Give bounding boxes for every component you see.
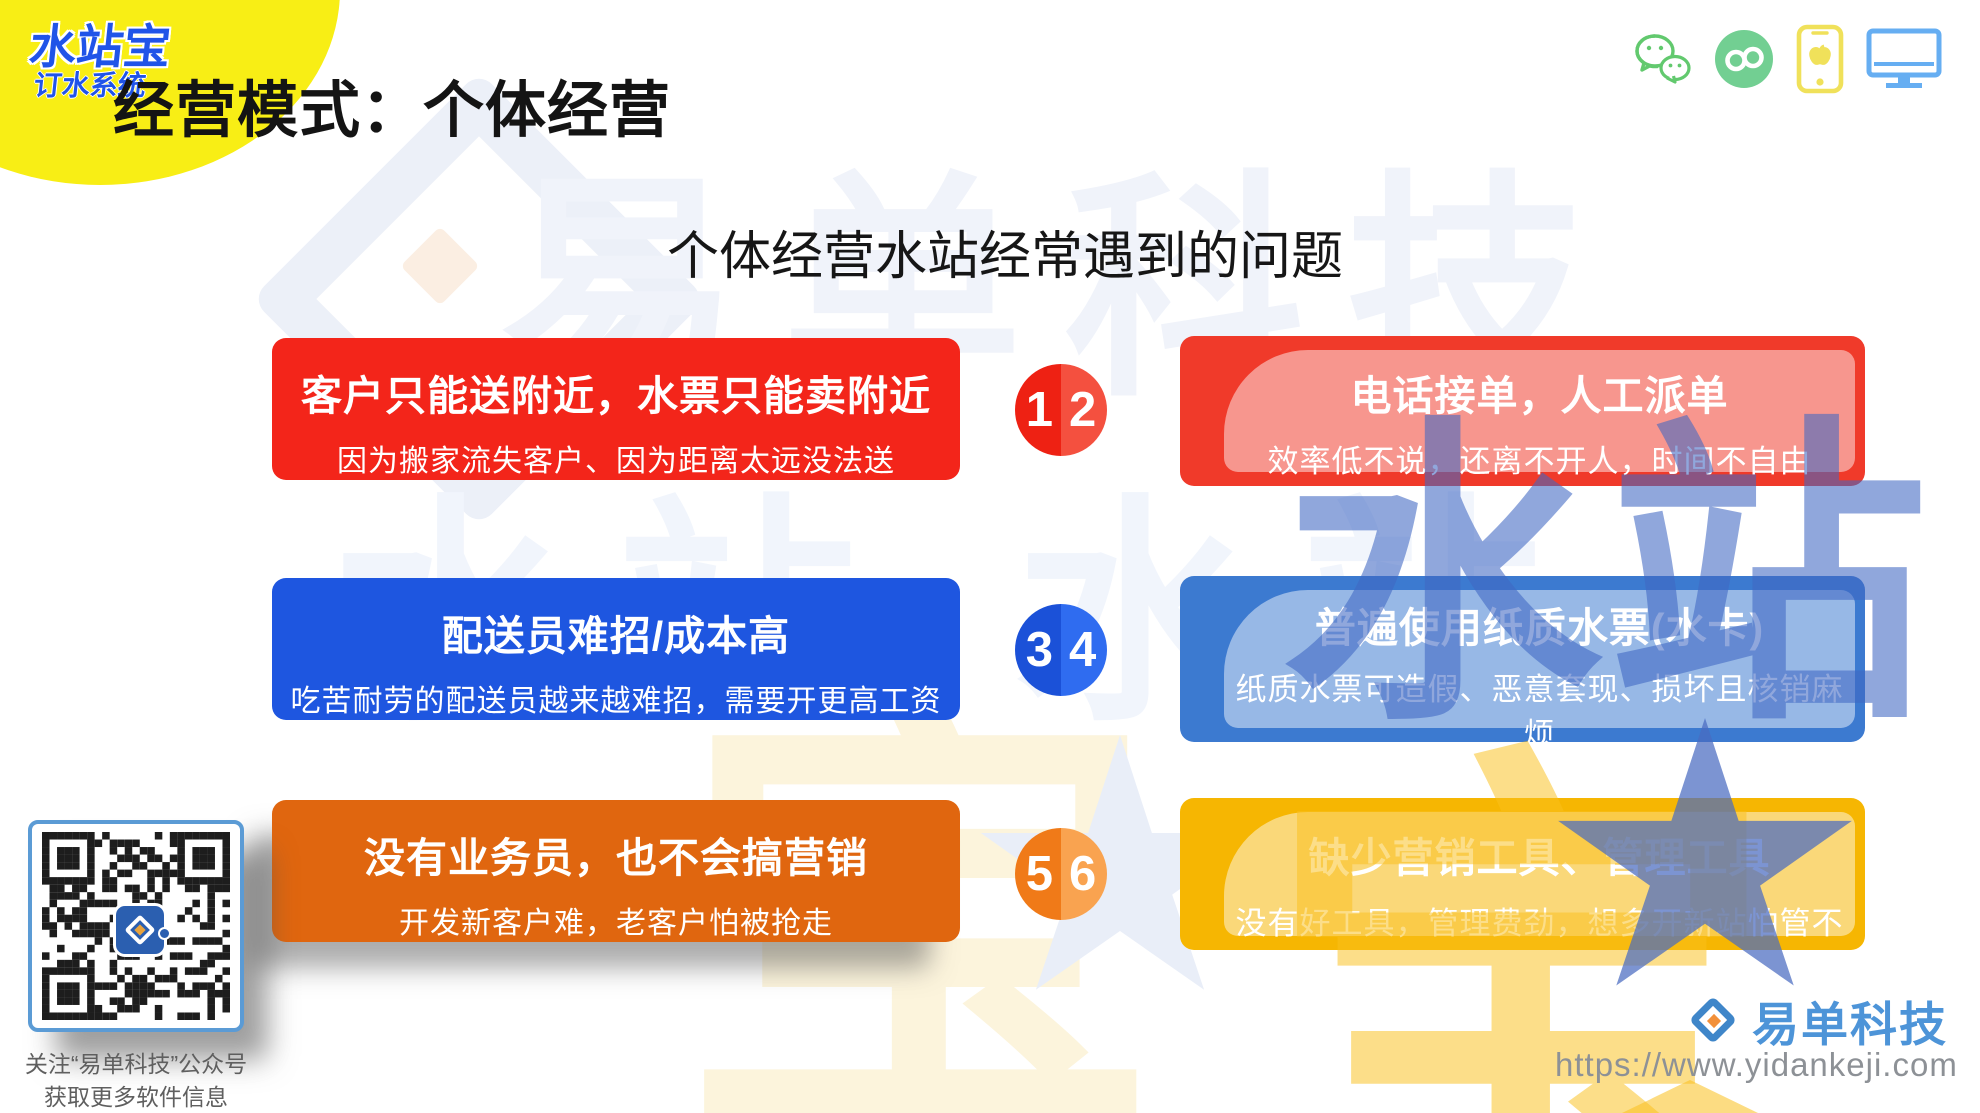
problem-card-6-desc: 没有好工具，管理费劲，想多开新站怕管不过来 — [1235, 906, 1844, 986]
problem-card-2-desc: 效率低不说，还离不开人，时间不自由 — [1267, 444, 1812, 479]
problem-card-3-desc: 吃苦耐劳的配送员越来越难招，需要开更高工资 — [290, 685, 942, 718]
qr-caption-line2: 获取更多软件信息 — [44, 1084, 228, 1111]
problem-card-4-desc2: 客户距离远，送纸票不方便 — [1347, 766, 1732, 801]
footer-url: https://www.yidankeji.com — [1555, 1046, 1958, 1083]
number-badge-5-6: 5 6 — [1015, 828, 1107, 920]
page-subtitle: 个体经营水站经常遇到的问题 — [666, 228, 1343, 286]
badge-number-4: 4 — [1069, 623, 1097, 677]
problem-card-5: 没有业务员，也不会搞营销 开发新客户难，老客户怕被抢走 — [272, 800, 960, 942]
badge-number-5: 5 — [1025, 847, 1053, 901]
problem-card-4-desc: 纸质水票可造假、恶意套现、损坏且核销麻烦 — [1235, 672, 1844, 752]
qr-caption-line1: 关注“易单科技”公众号 — [24, 1051, 248, 1077]
qr-caption: 关注“易单科技”公众号 获取更多软件信息 — [8, 1048, 264, 1113]
problem-card-2: 电话接单，人工派单 效率低不说，还离不开人，时间不自由 — [1180, 336, 1865, 486]
badge-number-1: 1 — [1025, 383, 1053, 437]
monitor-icon — [1866, 28, 1942, 95]
watermark-star-tip — [1622, 1080, 1758, 1113]
footer-brand: 易单科技 — [1686, 986, 1948, 1055]
header-icons — [1634, 24, 1942, 99]
badge-number-2: 2 — [1069, 383, 1097, 437]
wechat-icon — [1634, 32, 1692, 91]
problem-card-6: 缺少营销工具、管理工具 没有好工具，管理费劲，想多开新站怕管不过来 — [1180, 798, 1865, 986]
qr-center-logo — [113, 903, 171, 957]
qr-logo-knob — [158, 927, 171, 940]
qr-code-svg — [42, 832, 230, 1020]
problem-card-6-title: 缺少营销工具、管理工具 — [1308, 835, 1771, 881]
footer-logo-icon — [1686, 993, 1742, 1049]
iphone-icon — [1796, 24, 1844, 99]
problem-card-4-overlay — [1224, 590, 1855, 728]
problem-card-4-title: 普遍使用纸质水票(水卡) — [1314, 605, 1765, 651]
problem-card-3: 配送员难招/成本高 吃苦耐劳的配送员越来越难招，需要开更高工资 — [272, 578, 960, 720]
problem-card-4: 普遍使用纸质水票(水卡) 纸质水票可造假、恶意套现、损坏且核销麻烦 客户距离远，… — [1180, 576, 1865, 801]
problem-card-5-title: 没有业务员，也不会搞营销 — [364, 835, 868, 881]
footer-company-name: 易单科技 — [1752, 998, 1948, 1051]
problem-card-2-overlay — [1224, 350, 1855, 472]
number-badge-3-4: 3 4 — [1015, 604, 1107, 696]
problem-card-1: 客户只能送附近，水票只能卖附近 因为搬家流失客户、因为距离太远没法送 — [272, 338, 960, 480]
problem-card-5-desc: 开发新客户难，老客户怕被抢走 — [399, 907, 833, 940]
badge-number-3: 3 — [1025, 623, 1053, 677]
problem-card-1-desc: 因为搬家流失客户、因为距离太远没法送 — [337, 445, 895, 478]
problem-card-3-title: 配送员难招/成本高 — [441, 613, 791, 659]
page-title: 经营模式：个体经营 — [113, 76, 672, 144]
badge-number-6: 6 — [1069, 847, 1097, 901]
problem-card-2-title: 电话接单，人工派单 — [1350, 373, 1729, 419]
qr-code — [28, 820, 244, 1032]
number-badge-1-2: 1 2 — [1015, 364, 1107, 456]
miniprogram-icon — [1714, 29, 1774, 94]
problem-card-1-title: 客户只能送附近，水票只能卖附近 — [301, 373, 931, 419]
